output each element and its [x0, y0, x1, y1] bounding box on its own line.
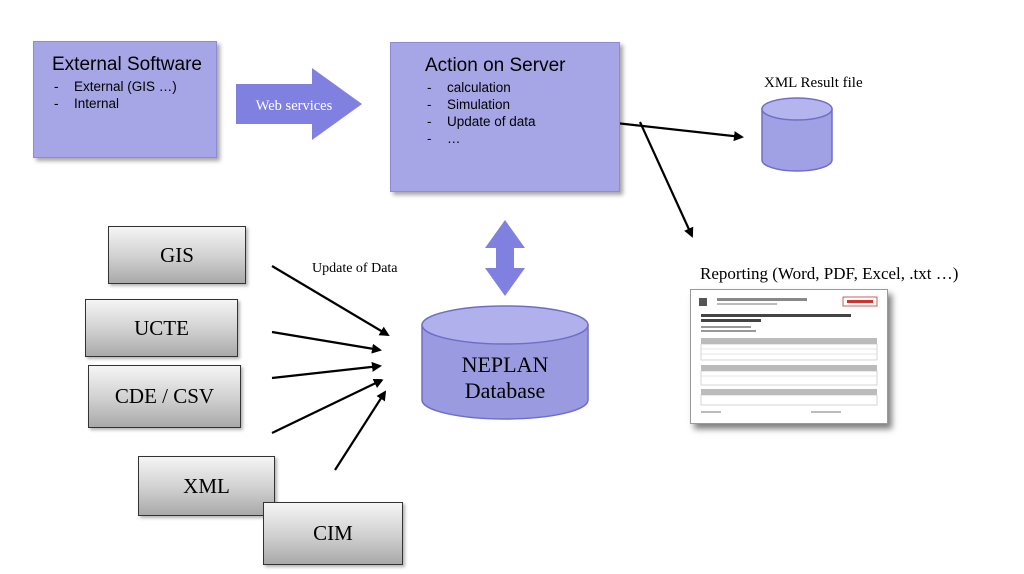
action-on-server-title: Action on Server [425, 55, 566, 76]
xml-result-cylinder [761, 97, 833, 172]
source-ucte: UCTE [85, 299, 238, 357]
web-services-label: Web services [256, 98, 333, 114]
arrow-csv-to-db [271, 361, 382, 380]
xml-result-label: XML Result file [764, 75, 863, 91]
list-item: Internal [52, 95, 216, 112]
arrow-gis-to-db [271, 265, 390, 337]
double-arrow-server-db [485, 220, 525, 296]
source-gis: GIS [108, 226, 246, 284]
source-cim: CIM [263, 502, 403, 565]
list-item: calculation [425, 79, 619, 96]
report-document-content [699, 296, 878, 413]
arrow-xml-to-db [271, 378, 384, 434]
external-software-list: External (GIS …) Internal [52, 78, 216, 112]
report-document-thumbnail [690, 289, 888, 424]
external-software-title: External Software [52, 54, 202, 75]
database-name: NEPLAN [462, 352, 549, 377]
source-xml: XML [138, 456, 275, 516]
neplan-database-cylinder [421, 305, 589, 420]
external-software-box: External Software External (GIS …) Inter… [33, 41, 217, 158]
list-item: Update of data [425, 113, 619, 130]
action-on-server-box: Action on Server calculation Simulation … [390, 42, 620, 192]
reporting-label: Reporting (Word, PDF, Excel, .txt …) [700, 264, 959, 283]
database-label: Database [465, 378, 546, 403]
list-item: Simulation [425, 96, 619, 113]
action-on-server-list: calculation Simulation Update of data … [425, 79, 619, 147]
arrow-cim-to-db [334, 390, 387, 471]
source-cde-csv: CDE / CSV [88, 365, 241, 428]
list-item: External (GIS …) [52, 78, 216, 95]
web-services-arrow [236, 68, 362, 140]
arrow-server-to-reporting [638, 121, 694, 238]
arrow-ucte-to-db [271, 330, 382, 354]
update-of-data-label: Update of Data [312, 261, 398, 276]
list-item: … [425, 130, 619, 147]
